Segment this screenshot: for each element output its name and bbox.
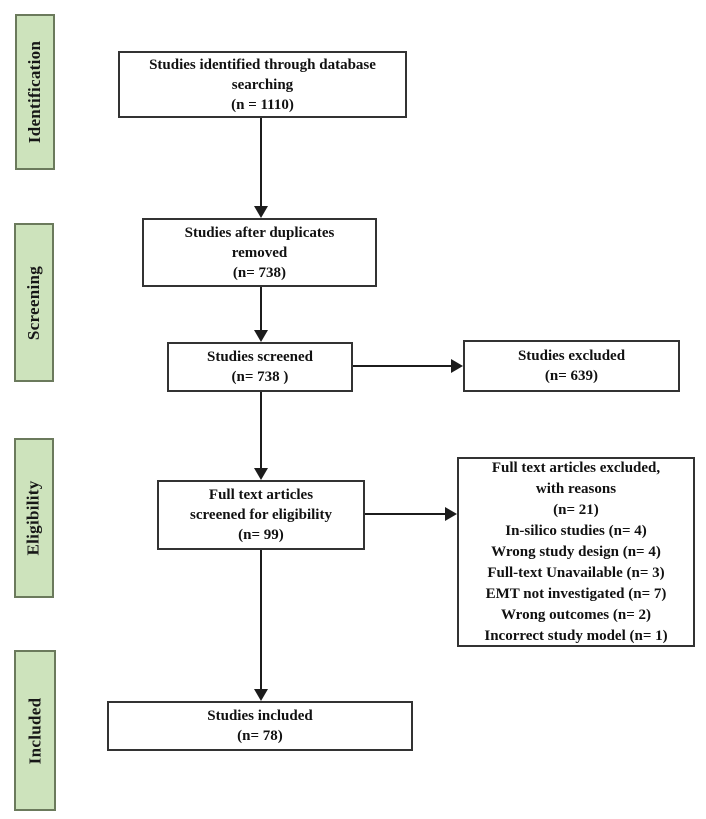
box-included: Studies included (n= 78) [107, 701, 413, 751]
stage-eligibility: Eligibility [14, 438, 54, 598]
stage-included-label: Included [25, 697, 44, 764]
box-full-text-screened: Full text articles screened for eligibil… [157, 480, 365, 550]
arrow-identified-to-duplicates-head [254, 206, 268, 218]
arrow-duplicates-to-screened-head [254, 330, 268, 342]
box-excluded-text: Studies excluded (n= 639) [517, 348, 626, 384]
stage-identification: Identification [15, 14, 55, 170]
arrow-screened-to-fulltext-line [260, 392, 262, 468]
box-screened-text: Studies screened (n= 738 ) [207, 349, 313, 385]
arrow-fulltext-to-included-head [254, 689, 268, 701]
arrow-duplicates-to-screened-line [260, 287, 262, 330]
stage-included: Included [14, 650, 56, 811]
arrow-identified-to-duplicates-line [260, 118, 262, 206]
arrow-screened-to-fulltext-head [254, 468, 268, 480]
box-full-text-screened-text: Full text articles screened for eligibil… [190, 487, 332, 543]
arrow-fulltext-to-reasons-line [365, 513, 445, 515]
stage-screening: Screening [14, 223, 54, 382]
box-identified-text: Studies identified through database sear… [149, 56, 376, 113]
box-duplicates-removed-text: Studies after duplicates removed (n= 738… [184, 224, 335, 281]
box-excluded: Studies excluded (n= 639) [463, 340, 680, 392]
arrow-fulltext-to-reasons-head [445, 507, 457, 521]
stage-screening-label: Screening [24, 265, 44, 340]
arrow-fulltext-to-included-line [260, 550, 262, 689]
arrow-screened-to-excluded-line [353, 365, 451, 367]
box-full-text-excluded-text: Full text articles excluded, with reason… [484, 459, 668, 644]
box-duplicates-removed: Studies after duplicates removed (n= 738… [142, 218, 377, 287]
stage-eligibility-label: Eligibility [24, 480, 43, 556]
box-screened: Studies screened (n= 738 ) [167, 342, 353, 392]
box-identified: Studies identified through database sear… [118, 51, 407, 118]
box-full-text-excluded: Full text articles excluded, with reason… [457, 457, 695, 647]
box-included-text: Studies included (n= 78) [207, 708, 313, 744]
stage-identification-label: Identification [25, 40, 44, 144]
arrow-screened-to-excluded-head [451, 359, 463, 373]
